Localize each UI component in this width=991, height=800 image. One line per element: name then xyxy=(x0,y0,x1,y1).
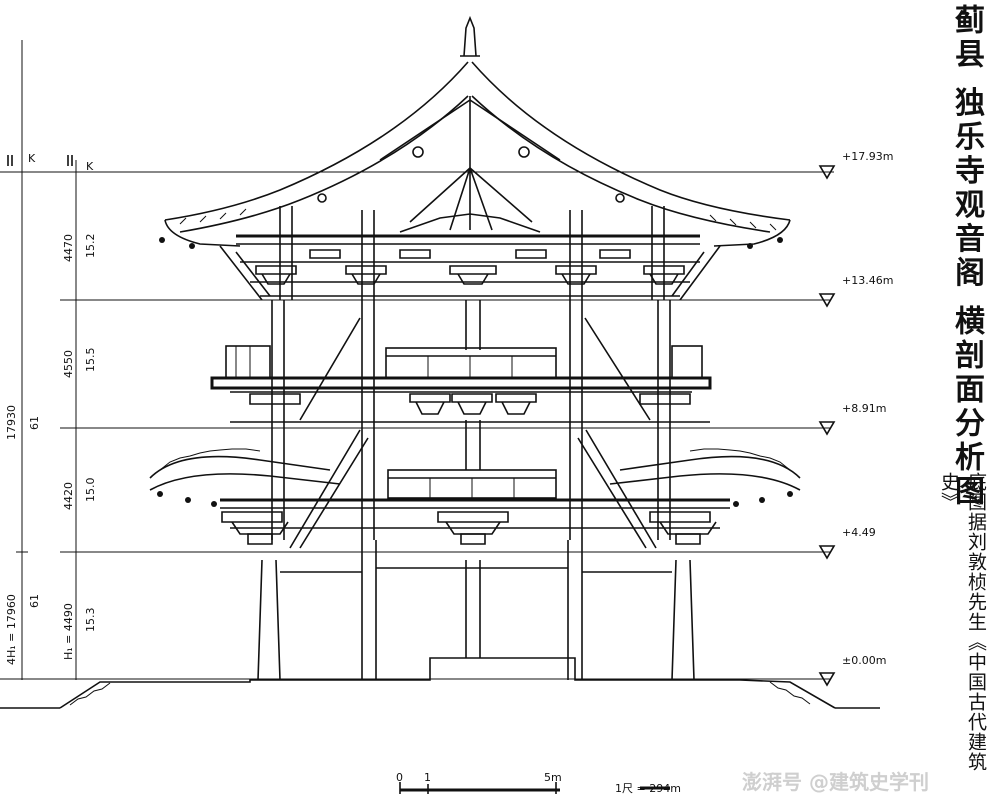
source-note: 底图据刘敦桢先生《中国古代建筑史》 xyxy=(938,472,987,772)
dim-seg2-mm: 4550 xyxy=(62,350,75,378)
elevation-label-1346: +13.46m xyxy=(842,274,893,287)
dim-seg3-ratio: 15.0 xyxy=(84,478,97,503)
dim-4h1-ratio: 61 xyxy=(28,594,41,608)
tick-label-left: K xyxy=(28,152,36,165)
dimension-lines xyxy=(0,40,830,680)
elevation-label-1793: +17.93m xyxy=(842,150,893,163)
dim-seg4-ratio: 15.3 xyxy=(84,608,97,633)
dim-seg1-ratio: 15.2 xyxy=(84,234,97,259)
platform xyxy=(0,657,880,709)
tick-label-right: K xyxy=(86,160,94,173)
lower-balustrade xyxy=(387,469,557,499)
elevation-label-891: +8.91m xyxy=(842,402,886,415)
title-line-1: 蓟县 xyxy=(949,4,984,72)
drawing-title: 蓟县 独乐寺观音阁 横剖面分析图 xyxy=(946,4,986,509)
scale-bar xyxy=(399,782,670,794)
elevation-label-000: ±0.00m xyxy=(842,654,886,667)
elevation-markers xyxy=(818,165,836,687)
dim-seg3-mm: 4420 xyxy=(62,482,75,510)
scale-tick-5: 5m xyxy=(544,771,562,784)
elevation-label-449: +4.49 xyxy=(842,526,876,539)
upper-bracket-sets xyxy=(236,206,700,300)
scale-tick-0: 0 xyxy=(396,771,403,784)
lower-eave xyxy=(149,448,801,545)
dim-h1-label: H₁ = 4490 xyxy=(62,603,75,660)
dim-total-ratio: 61 xyxy=(28,416,41,430)
scale-unit: 1尺 = 294m xyxy=(615,782,681,795)
columns xyxy=(257,210,695,681)
dim-seg2-ratio: 15.5 xyxy=(84,348,97,373)
dim-seg1-mm: 4470 xyxy=(62,234,75,262)
dim-4h1-label: 4H₁ = 17960 xyxy=(5,594,18,665)
title-line-2: 独乐寺观音阁 xyxy=(949,86,984,291)
dim-total-mm: 17930 xyxy=(5,405,18,440)
scale-tick-1: 1 xyxy=(424,771,431,784)
title-line-3: 横剖面分析图 xyxy=(949,304,984,509)
roof xyxy=(159,15,791,301)
watermark: 澎湃号 @建筑史学刊 xyxy=(742,770,929,794)
middle-balcony xyxy=(210,345,712,423)
